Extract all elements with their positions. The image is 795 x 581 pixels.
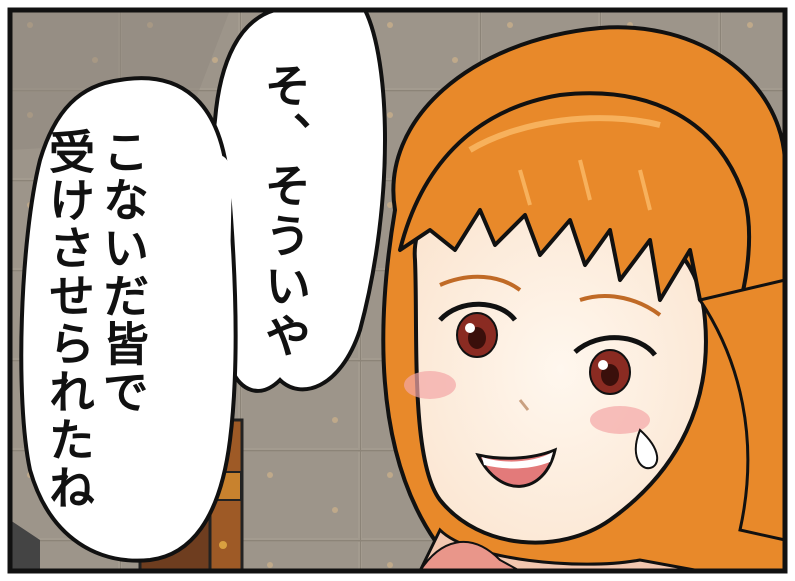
speech-bubble-2-line-1: こないだ皆で [96, 128, 150, 416]
right-eye [573, 335, 657, 395]
panel-border [7, 7, 788, 574]
speech-bubble-1-text: そ、そういや [258, 62, 312, 362]
left-eye [438, 301, 517, 358]
character-girl-illustration [381, 25, 787, 573]
speech-bubble-1 [209, 8, 387, 393]
speech-bubble-2-line-2: 受けさせられたね [42, 128, 96, 512]
